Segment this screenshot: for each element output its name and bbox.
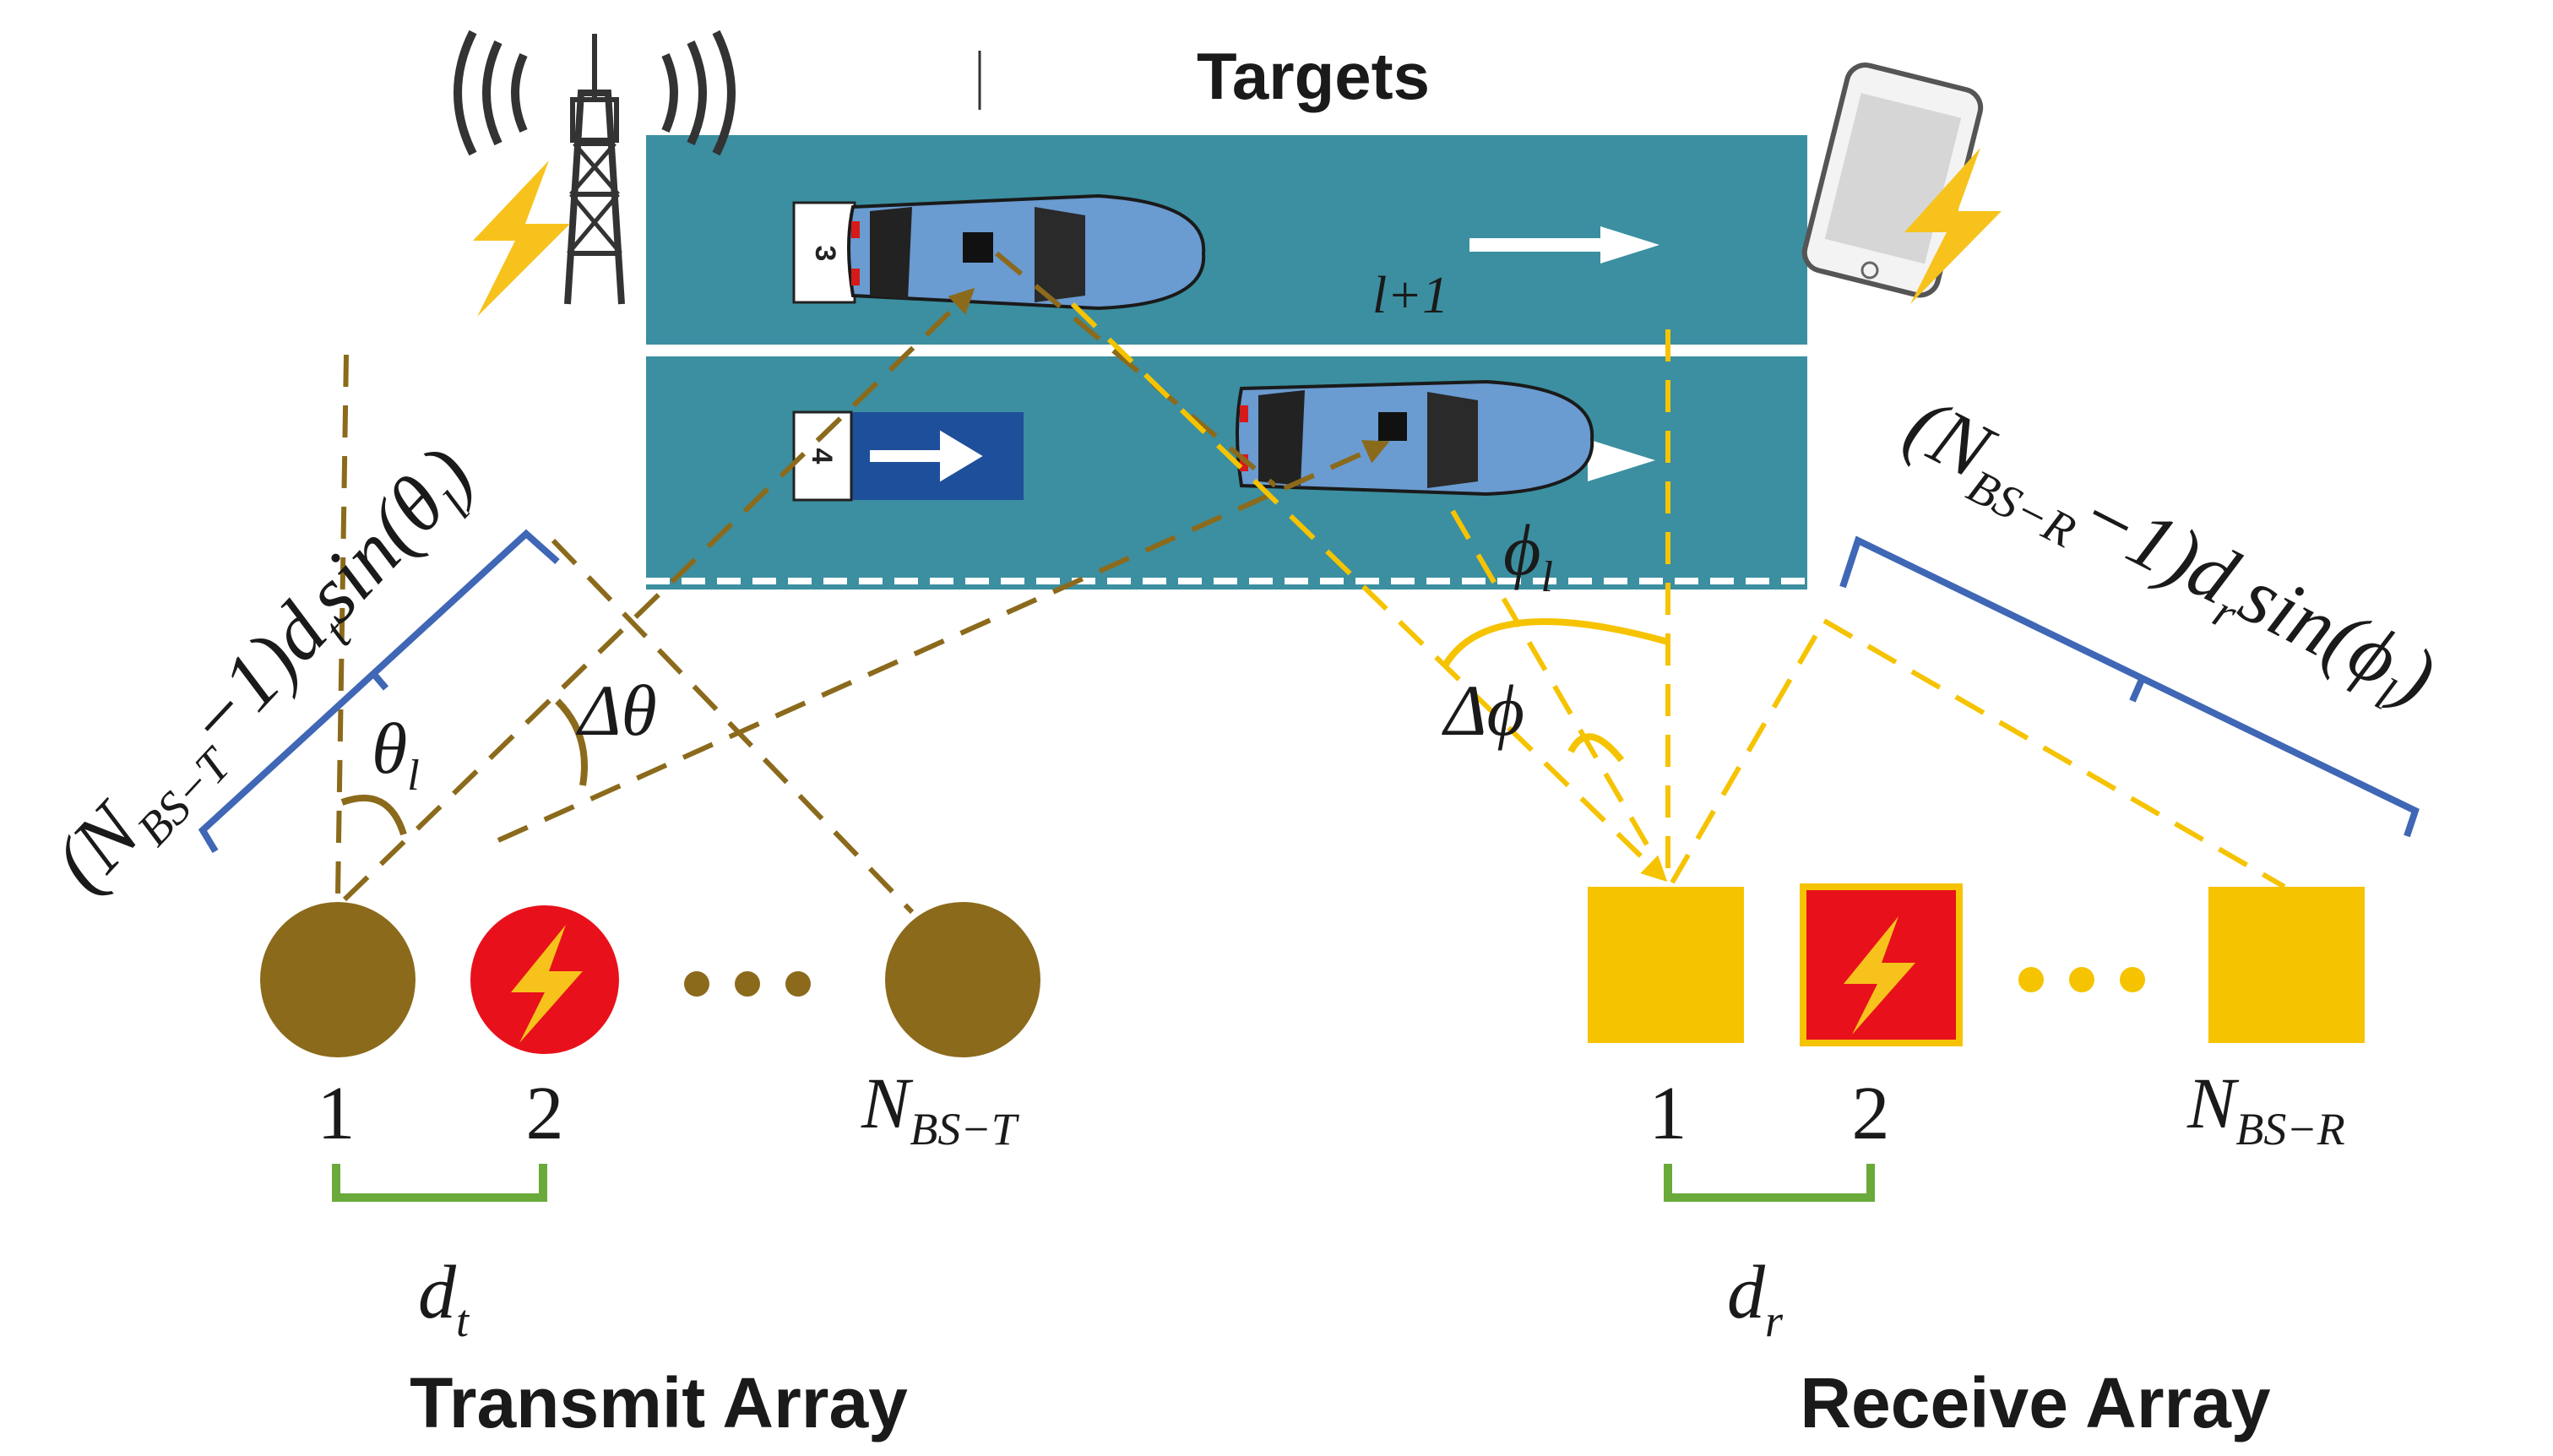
transmit-array bbox=[260, 899, 1040, 1061]
delta-phi-label: Δϕ bbox=[1442, 670, 1524, 751]
car-icon bbox=[847, 193, 1206, 311]
delta-phi-arc bbox=[1567, 733, 1625, 763]
lightning-bolt-icon bbox=[473, 160, 570, 317]
theta-label: θl bbox=[372, 708, 420, 800]
ellipsis-dot bbox=[785, 971, 811, 997]
diagram-title: Targets bbox=[1197, 39, 1430, 113]
ellipsis-dot bbox=[2069, 967, 2094, 992]
lightning-bolt-icon bbox=[1844, 916, 1915, 1035]
arrow-right-icon bbox=[1588, 439, 1655, 481]
receive-aperture-bracket bbox=[1839, 535, 2420, 838]
target-label: l+1 bbox=[1372, 267, 1448, 324]
transmit-spacing-bracket bbox=[332, 1164, 547, 1202]
transmit-element-n bbox=[885, 902, 1040, 1057]
transmit-aperture-bracket bbox=[198, 529, 560, 854]
delta-theta-arc bbox=[555, 698, 588, 786]
tx-element-1-label: 1 bbox=[318, 1072, 356, 1155]
rx-element-2-label: 2 bbox=[1852, 1072, 1890, 1155]
road: 3 4 bbox=[646, 127, 1807, 589]
arrow-right-icon bbox=[1600, 226, 1659, 263]
delta-theta-label: Δθ bbox=[576, 670, 657, 751]
base-station-tower-icon bbox=[454, 30, 736, 305]
rx-element-1-label: 1 bbox=[1649, 1072, 1687, 1155]
lightning-bolt-icon bbox=[511, 925, 583, 1043]
phi-arc bbox=[1441, 618, 1670, 669]
rx-aperture-formula: (NBS−R−1)drsin(ϕl) bbox=[1887, 378, 2449, 732]
lightning-bolt-icon bbox=[1904, 148, 2002, 304]
receive-element-1 bbox=[1588, 887, 1744, 1043]
ellipsis-dot bbox=[2018, 967, 2044, 992]
lane-plate-3: 3 bbox=[792, 201, 856, 304]
phi-label: ϕl bbox=[1503, 509, 1553, 601]
ellipsis-dot bbox=[684, 971, 709, 997]
receive-spacing-bracket bbox=[1664, 1164, 1875, 1202]
theta-arc bbox=[340, 794, 407, 836]
lane-plate-4: 4 bbox=[792, 410, 1024, 502]
ellipsis-dot bbox=[2120, 967, 2145, 992]
transmit-array-caption: Transmit Array bbox=[410, 1363, 908, 1442]
receive-element-n bbox=[2208, 887, 2365, 1043]
receive-array-caption: Receive Array bbox=[1800, 1363, 2271, 1442]
lane-number-4: 4 bbox=[806, 448, 838, 465]
tx-spacing-label: dt bbox=[418, 1251, 470, 1346]
car-icon bbox=[1236, 379, 1594, 497]
rx-spacing-label: dr bbox=[1727, 1251, 1784, 1346]
tx-element-n-label: NBS−T bbox=[861, 1062, 1020, 1154]
tx-aperture-formula: (NBS−T−1)dtsin(θl) bbox=[35, 429, 498, 915]
lane-number-3: 3 bbox=[809, 246, 841, 262]
transmit-element-1 bbox=[260, 902, 416, 1057]
rx-element-n-label: NBS−R bbox=[2186, 1062, 2345, 1154]
arrow-right-icon bbox=[870, 430, 983, 482]
receive-array bbox=[1588, 883, 2365, 1046]
transmit-beam-paths bbox=[335, 251, 1390, 915]
receive-beam-paths bbox=[1070, 302, 2286, 889]
tx-element-2-label: 2 bbox=[526, 1072, 564, 1155]
ellipsis-dot bbox=[735, 971, 760, 997]
